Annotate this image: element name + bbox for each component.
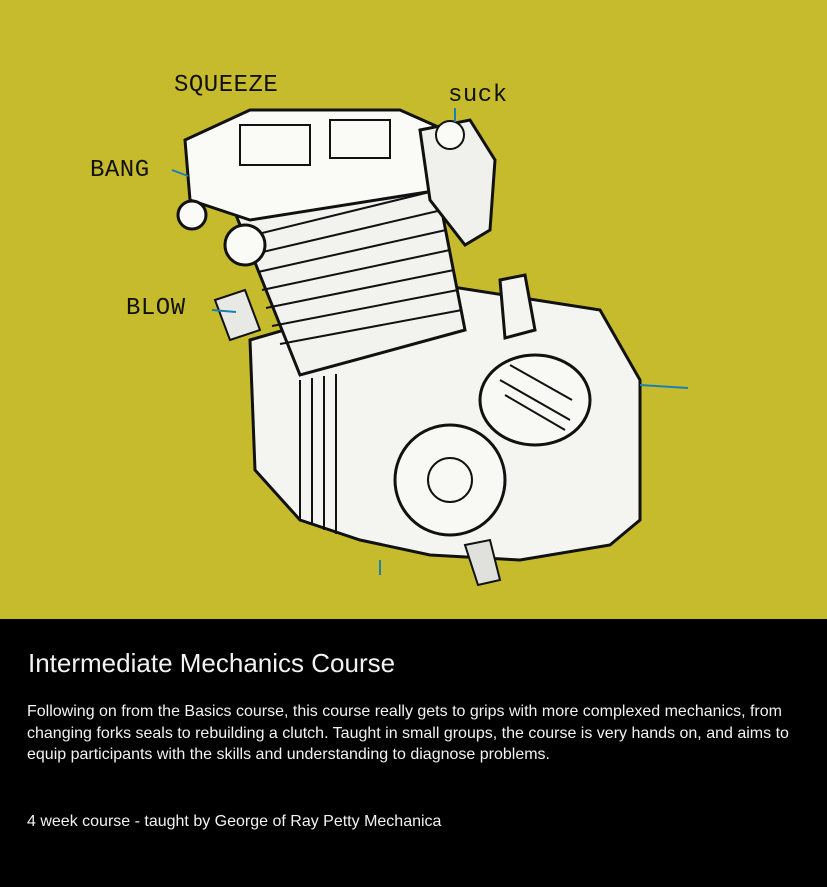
course-details: 4 week course - taught by George of Ray … bbox=[27, 813, 442, 830]
bang-label: BANG bbox=[90, 157, 150, 184]
engine-illustration bbox=[171, 108, 689, 587]
squeeze-label: SQUEEZE bbox=[174, 72, 279, 99]
suck-label: suck bbox=[448, 82, 508, 109]
course-title: Intermediate Mechanics Course bbox=[28, 648, 396, 678]
course-info-panel: Intermediate Mechanics Course Following … bbox=[0, 619, 827, 887]
engine-illustration-panel: SQUEEZE suck BANG BLOW bbox=[0, 0, 827, 619]
course-description: Following on from the Basics course, thi… bbox=[27, 703, 789, 763]
blow-label: BLOW bbox=[126, 295, 186, 322]
